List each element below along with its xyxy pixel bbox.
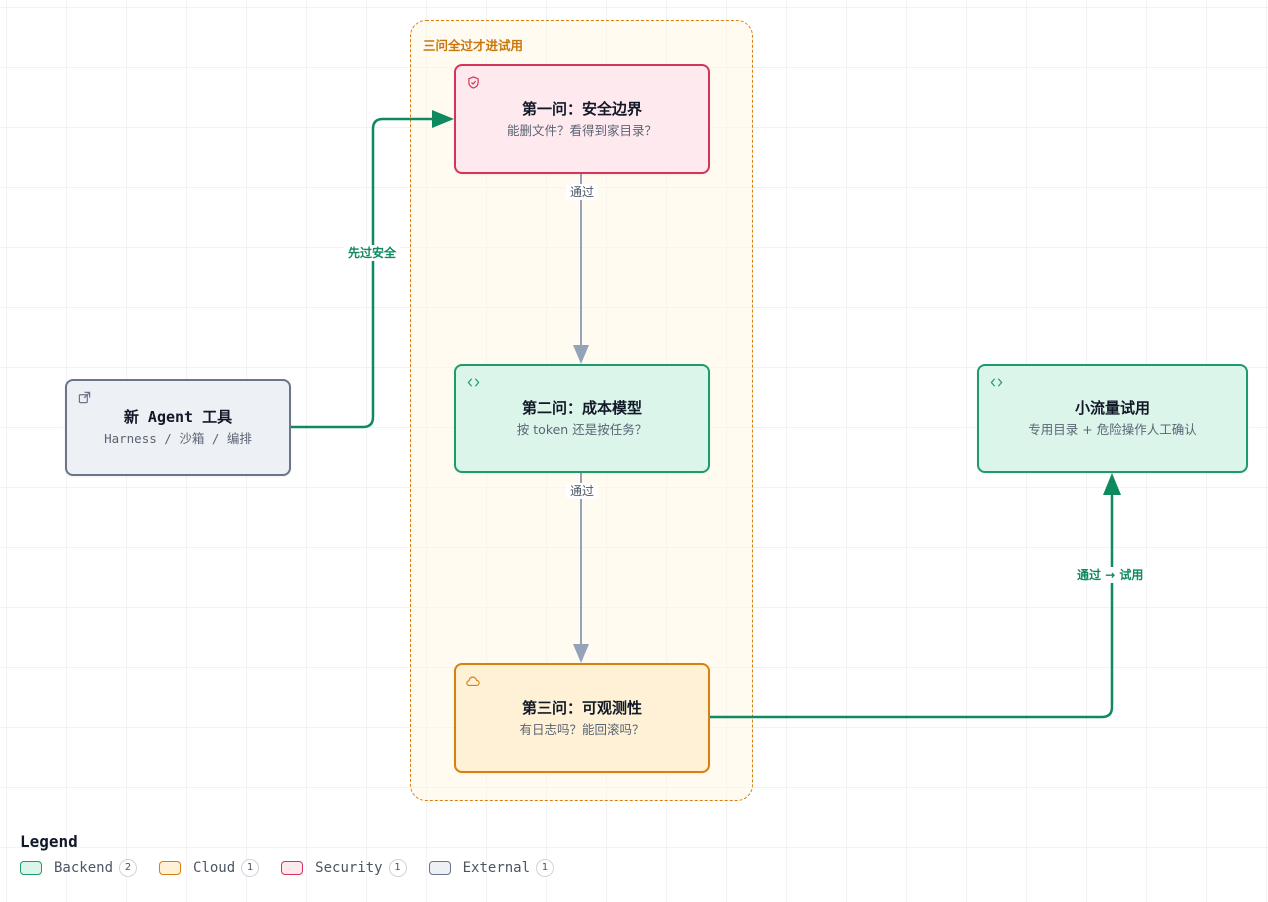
node-subtitle: 专用目录 + 危险操作人工确认 <box>1028 422 1197 437</box>
edge-label-security-to-cost: 通过 <box>566 184 599 200</box>
edge-observability-to-trial-arrowhead <box>1103 473 1121 495</box>
edge-label-cost-to-observability: 通过 <box>566 483 599 499</box>
legend-item-backend[interactable]: Backend 2 <box>20 859 138 877</box>
cloud-icon <box>466 674 480 688</box>
edge-label-observability-to-trial: 通过 → 试用 <box>1073 567 1148 583</box>
legend-count-badge: 2 <box>119 859 138 877</box>
edge-security-to-cost-arrowhead <box>573 345 589 364</box>
legend-label: Cloud <box>193 860 236 876</box>
node-subtitle: 按 token 还是按任务？ <box>516 422 648 437</box>
legend: Legend Backend 2 Cloud 1 Security 1 Exte… <box>20 832 576 877</box>
legend-count-badge: 1 <box>241 859 260 877</box>
edge-label-external-to-security: 先过安全 <box>344 245 401 261</box>
legend-label: External <box>462 860 531 876</box>
node-subtitle: 能删文件？看得到家目录？ <box>506 122 657 138</box>
code-icon <box>466 375 480 389</box>
legend-items: Backend 2 Cloud 1 Security 1 External 1 <box>20 859 576 877</box>
legend-title: Legend <box>20 832 78 851</box>
legend-label: Backend <box>54 860 114 876</box>
node-title: 第二问：成本模型 <box>521 399 642 417</box>
legend-item-external[interactable]: External 1 <box>428 859 555 877</box>
node-observability[interactable]: 第三问：可观测性 有日志吗？能回滚吗？ <box>454 663 710 773</box>
node-security-boundary[interactable]: 第一问：安全边界 能删文件？看得到家目录？ <box>454 64 710 174</box>
node-subtitle: 有日志吗？能回滚吗？ <box>519 721 645 737</box>
legend-swatch-cloud <box>159 861 182 875</box>
legend-swatch-backend <box>20 861 42 875</box>
edge-external-to-security <box>291 117 436 429</box>
node-title: 第一问：安全边界 <box>521 99 642 118</box>
node-cost-model[interactable]: 第二问：成本模型 按 token 还是按任务？ <box>454 364 710 473</box>
code-icon <box>989 375 1003 389</box>
node-title: 第三问：可观测性 <box>521 698 642 717</box>
legend-swatch-external <box>428 861 451 875</box>
legend-item-cloud[interactable]: Cloud 1 <box>159 859 260 877</box>
shield-icon <box>466 75 480 89</box>
edge-external-to-security-arrowhead <box>432 110 454 128</box>
node-title: 新 Agent 工具 <box>123 408 233 426</box>
legend-count-badge: 1 <box>388 859 407 877</box>
external-link-icon <box>77 390 91 404</box>
gate-group-label: 三问全过才进试用 <box>423 38 524 53</box>
node-new-agent-tool[interactable]: 新 Agent 工具 Harness / 沙箱 / 编排 <box>65 379 291 476</box>
legend-count-badge: 1 <box>536 859 555 877</box>
node-small-traffic-trial[interactable]: 小流量试用 专用目录 + 危险操作人工确认 <box>977 364 1248 473</box>
legend-swatch-security <box>281 861 304 875</box>
legend-item-security[interactable]: Security 1 <box>281 859 407 877</box>
legend-label: Security <box>315 860 383 876</box>
edge-cost-to-observability-arrowhead <box>573 644 589 663</box>
node-subtitle: Harness / 沙箱 / 编排 <box>104 431 252 446</box>
edge-observability-to-trial <box>710 492 1114 719</box>
node-title: 小流量试用 <box>1074 399 1150 417</box>
